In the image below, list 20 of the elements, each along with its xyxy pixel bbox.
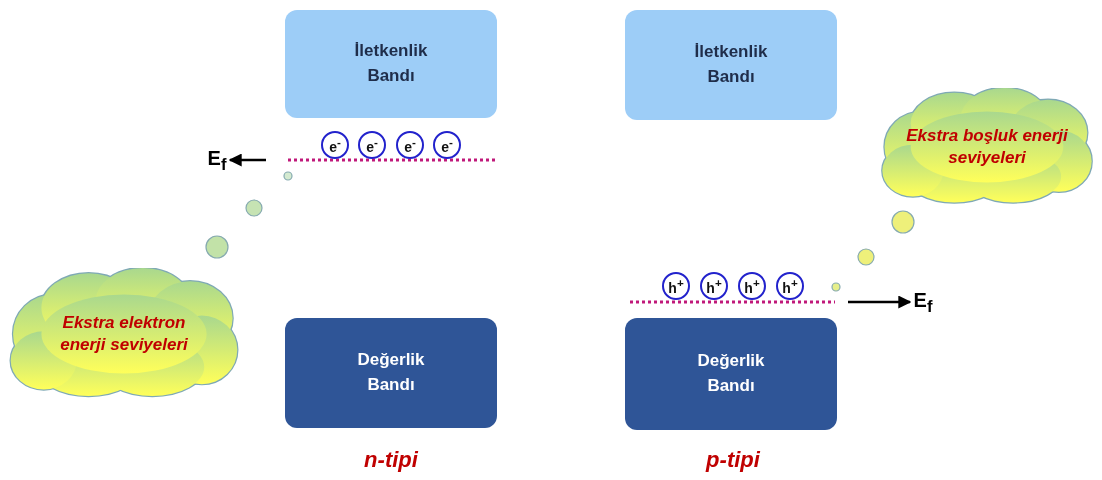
type-label: p-tipi: [706, 447, 760, 473]
fermi-level-label: E$_{f}$: [202, 147, 232, 175]
charge-carrier-circle: h$^{+}$: [700, 272, 728, 300]
charge-carrier-circle: h$^{+}$: [662, 272, 690, 300]
cloud-text: Ekstra elektron enerji seviyeleri: [59, 311, 189, 356]
conduction-band-box: İletkenlik Bandı: [625, 10, 837, 120]
charge-carrier-circle: e$^{-}$: [321, 131, 349, 159]
arrow: [228, 153, 266, 167]
charge-carrier-circle: e$^{-}$: [396, 131, 424, 159]
charge-carrier-circle: h$^{+}$: [738, 272, 766, 300]
valence-band-box: Değerlik Bandı: [285, 318, 497, 428]
cloud-text: Ekstra boşluk enerji seviyeleri: [905, 124, 1069, 169]
charge-carrier-circle: e$^{-}$: [358, 131, 386, 159]
charge-carrier-circle: e$^{-}$: [433, 131, 461, 159]
charge-carrier-circle: h$^{+}$: [776, 272, 804, 300]
type-label: n-tipi: [364, 447, 418, 473]
fermi-level-label: E$_{f}$: [908, 289, 938, 317]
valence-band-box: Değerlik Bandı: [625, 318, 837, 430]
arrow: [848, 295, 912, 309]
conduction-band-box: İletkenlik Bandı: [285, 10, 497, 118]
